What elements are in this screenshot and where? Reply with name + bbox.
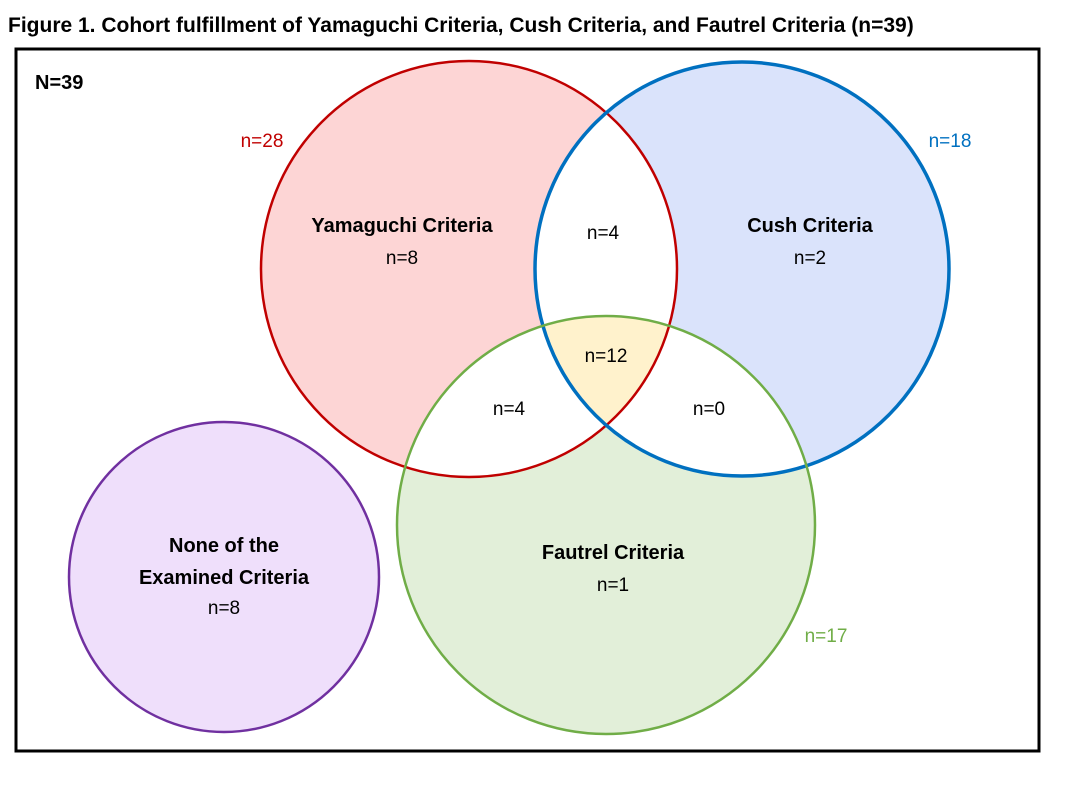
yamaguchi-only: n=8 <box>386 248 418 269</box>
yamaguchi-label: Yamaguchi Criteria <box>311 215 493 237</box>
fautrel-only: n=1 <box>597 575 629 596</box>
fautrel-total: n=17 <box>805 626 848 647</box>
cush-only: n=2 <box>794 248 826 269</box>
all-three-count: n=12 <box>585 346 628 367</box>
yamaguchi-fautrel-count: n=4 <box>493 399 526 420</box>
figure-title: Figure 1. Cohort fulfillment of Yamaguch… <box>8 14 914 37</box>
none-circle <box>67 420 381 734</box>
fautrel-label: Fautrel Criteria <box>542 542 685 564</box>
yamaguchi-total: n=28 <box>241 131 284 152</box>
cush-total: n=18 <box>929 131 972 152</box>
universe-box <box>14 47 1041 753</box>
total-label: N=39 <box>35 72 83 94</box>
yf-intersection <box>397 316 677 477</box>
cf-intersection <box>535 316 815 476</box>
cush-circle <box>533 60 951 478</box>
yamaguchi-cush-count: n=4 <box>587 223 620 244</box>
cush-label: Cush Criteria <box>747 215 873 237</box>
none-label-line1: None of the <box>169 535 279 557</box>
cush-fautrel-count: n=0 <box>693 399 725 420</box>
yamaguchi-circle <box>259 59 679 479</box>
fautrel-circle <box>395 314 817 736</box>
none-count: n=8 <box>208 598 240 619</box>
none-label-line2: Examined Criteria <box>139 567 310 589</box>
